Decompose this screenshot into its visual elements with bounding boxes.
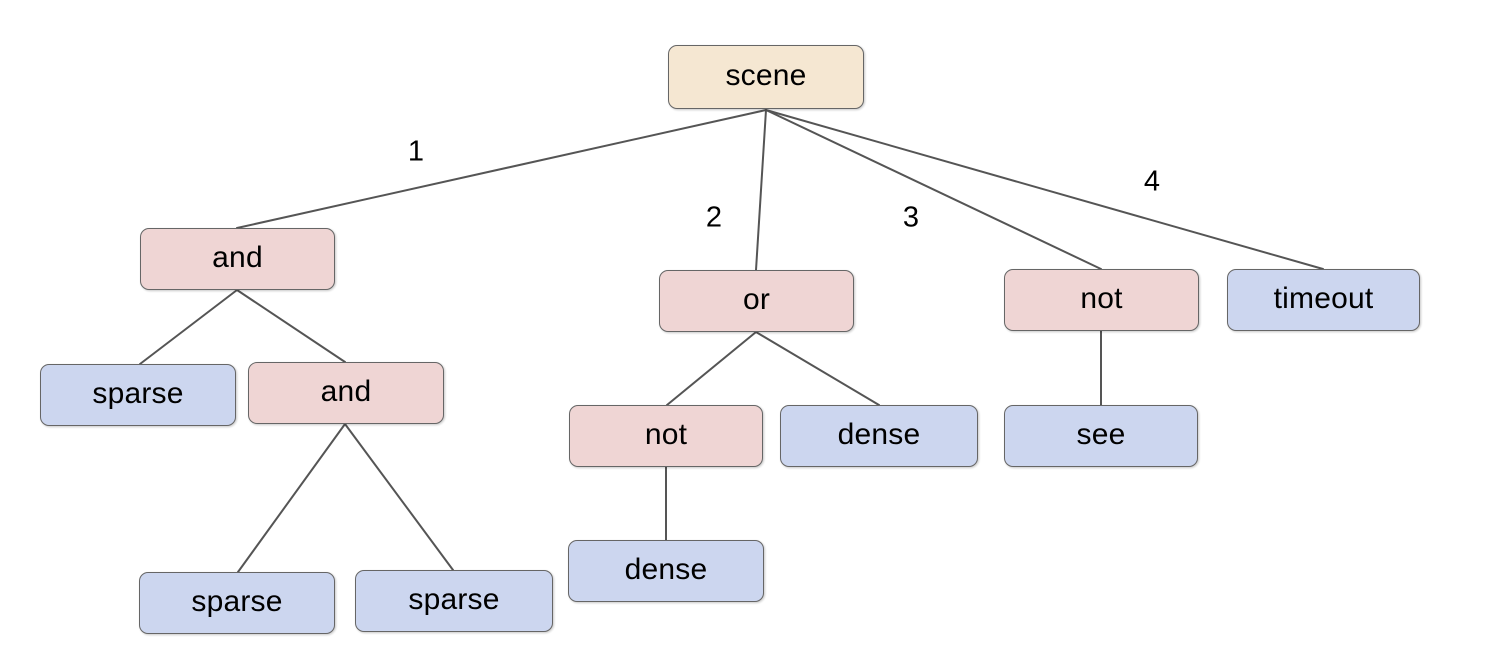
- tree-node-sparse1[interactable]: sparse: [40, 364, 236, 426]
- tree-node-label: sparse: [408, 583, 500, 616]
- tree-node-label: or: [742, 283, 771, 316]
- tree-node-timeout[interactable]: timeout: [1227, 269, 1420, 331]
- tree-node-label: dense: [837, 418, 921, 451]
- tree-node-not2[interactable]: not: [569, 405, 763, 467]
- tree-edge-and2-to-sparse3: [344, 423, 454, 571]
- tree-node-label: and: [320, 375, 372, 408]
- tree-node-not1[interactable]: not: [1004, 269, 1199, 331]
- tree-edge-or1-to-not2: [666, 331, 757, 406]
- tree-edge-and1-to-sparse1: [139, 289, 238, 365]
- tree-node-label: sparse: [191, 585, 283, 618]
- edge-label-3: 3: [902, 201, 920, 234]
- tree-node-see[interactable]: see: [1004, 405, 1198, 467]
- edge-label-1: 1: [407, 135, 425, 168]
- tree-edge-scene-to-not1: [765, 109, 1102, 270]
- edge-label-2: 2: [705, 201, 723, 234]
- tree-node-label: sparse: [92, 377, 184, 410]
- tree-node-dense1[interactable]: dense: [780, 405, 978, 467]
- tree-node-dense2[interactable]: dense: [568, 540, 764, 602]
- tree-node-label: timeout: [1273, 282, 1374, 315]
- tree-node-or1[interactable]: or: [659, 270, 854, 332]
- tree-node-and1[interactable]: and: [140, 228, 335, 290]
- tree-edge-and2-to-sparse2: [237, 423, 346, 573]
- tree-node-label: scene: [725, 59, 807, 92]
- tree-node-scene[interactable]: scene: [668, 45, 864, 109]
- tree-edge-scene-to-and1: [236, 109, 767, 229]
- edge-label-4: 4: [1143, 165, 1161, 198]
- tree-node-and2[interactable]: and: [248, 362, 444, 424]
- tree-edge-scene-to-timeout: [765, 109, 1324, 270]
- tree-edge-or1-to-dense1: [755, 331, 880, 406]
- tree-node-label: not: [644, 418, 688, 451]
- tree-node-label: dense: [624, 553, 708, 586]
- tree-edge-scene-to-or1: [755, 109, 767, 271]
- tree-node-label: see: [1076, 418, 1126, 451]
- tree-node-label: not: [1080, 282, 1123, 315]
- tree-node-label: and: [212, 241, 263, 274]
- tree-node-sparse3[interactable]: sparse: [355, 570, 553, 632]
- tree-edge-and1-to-and2: [236, 289, 346, 363]
- tree-node-sparse2[interactable]: sparse: [139, 572, 335, 634]
